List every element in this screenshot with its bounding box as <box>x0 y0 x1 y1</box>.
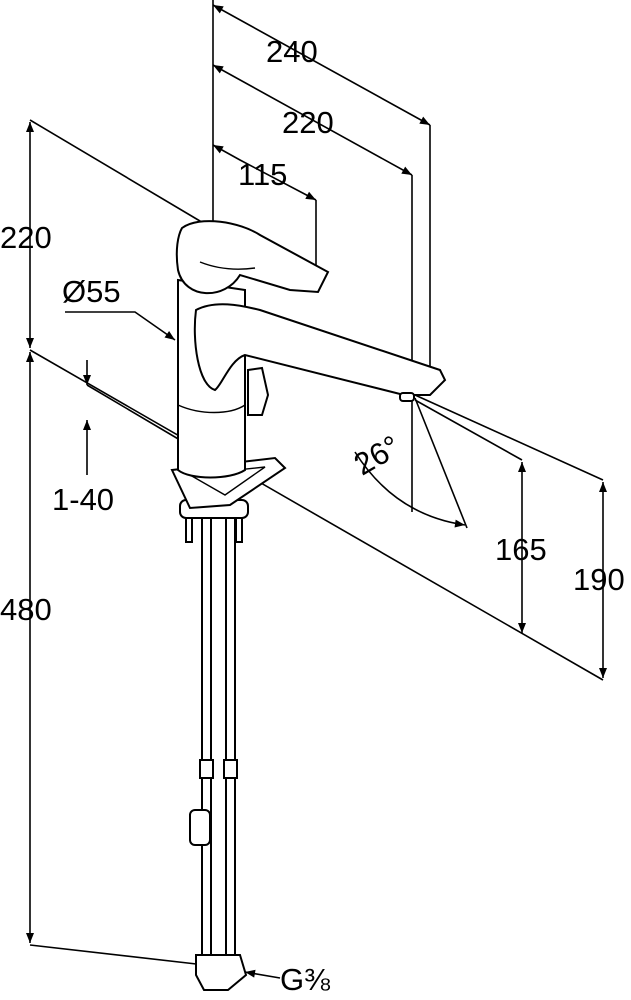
label-220-spout: 220 <box>282 105 334 140</box>
dim-220-spout <box>212 64 413 176</box>
label-220-height: 220 <box>0 220 52 255</box>
label-thread: G⅜ <box>280 962 330 997</box>
lever-knob <box>247 366 270 416</box>
label-diameter: Ø55 <box>62 274 121 309</box>
label-240: 240 <box>266 34 318 69</box>
label-1-40: 1-40 <box>52 482 114 517</box>
dim-26-arc <box>354 451 466 528</box>
label-26-degrees: 26° <box>348 428 406 482</box>
extension-lines <box>29 0 604 966</box>
hose-nut <box>195 954 248 991</box>
thread-leader <box>244 969 281 979</box>
label-165: 165 <box>495 532 547 567</box>
aerator <box>399 392 415 402</box>
hoses <box>189 509 248 991</box>
faucet <box>170 220 447 991</box>
diameter-leader <box>65 311 176 341</box>
handle <box>175 220 330 295</box>
label-115: 115 <box>238 157 287 192</box>
spout <box>193 303 447 396</box>
dim-115 <box>212 144 317 201</box>
dimension-lines <box>26 4 607 979</box>
label-480: 480 <box>0 592 52 627</box>
label-190: 190 <box>573 562 625 597</box>
dimension-labels: 240 220 115 220 Ø55 1-40 480 26° 165 190… <box>0 34 625 997</box>
